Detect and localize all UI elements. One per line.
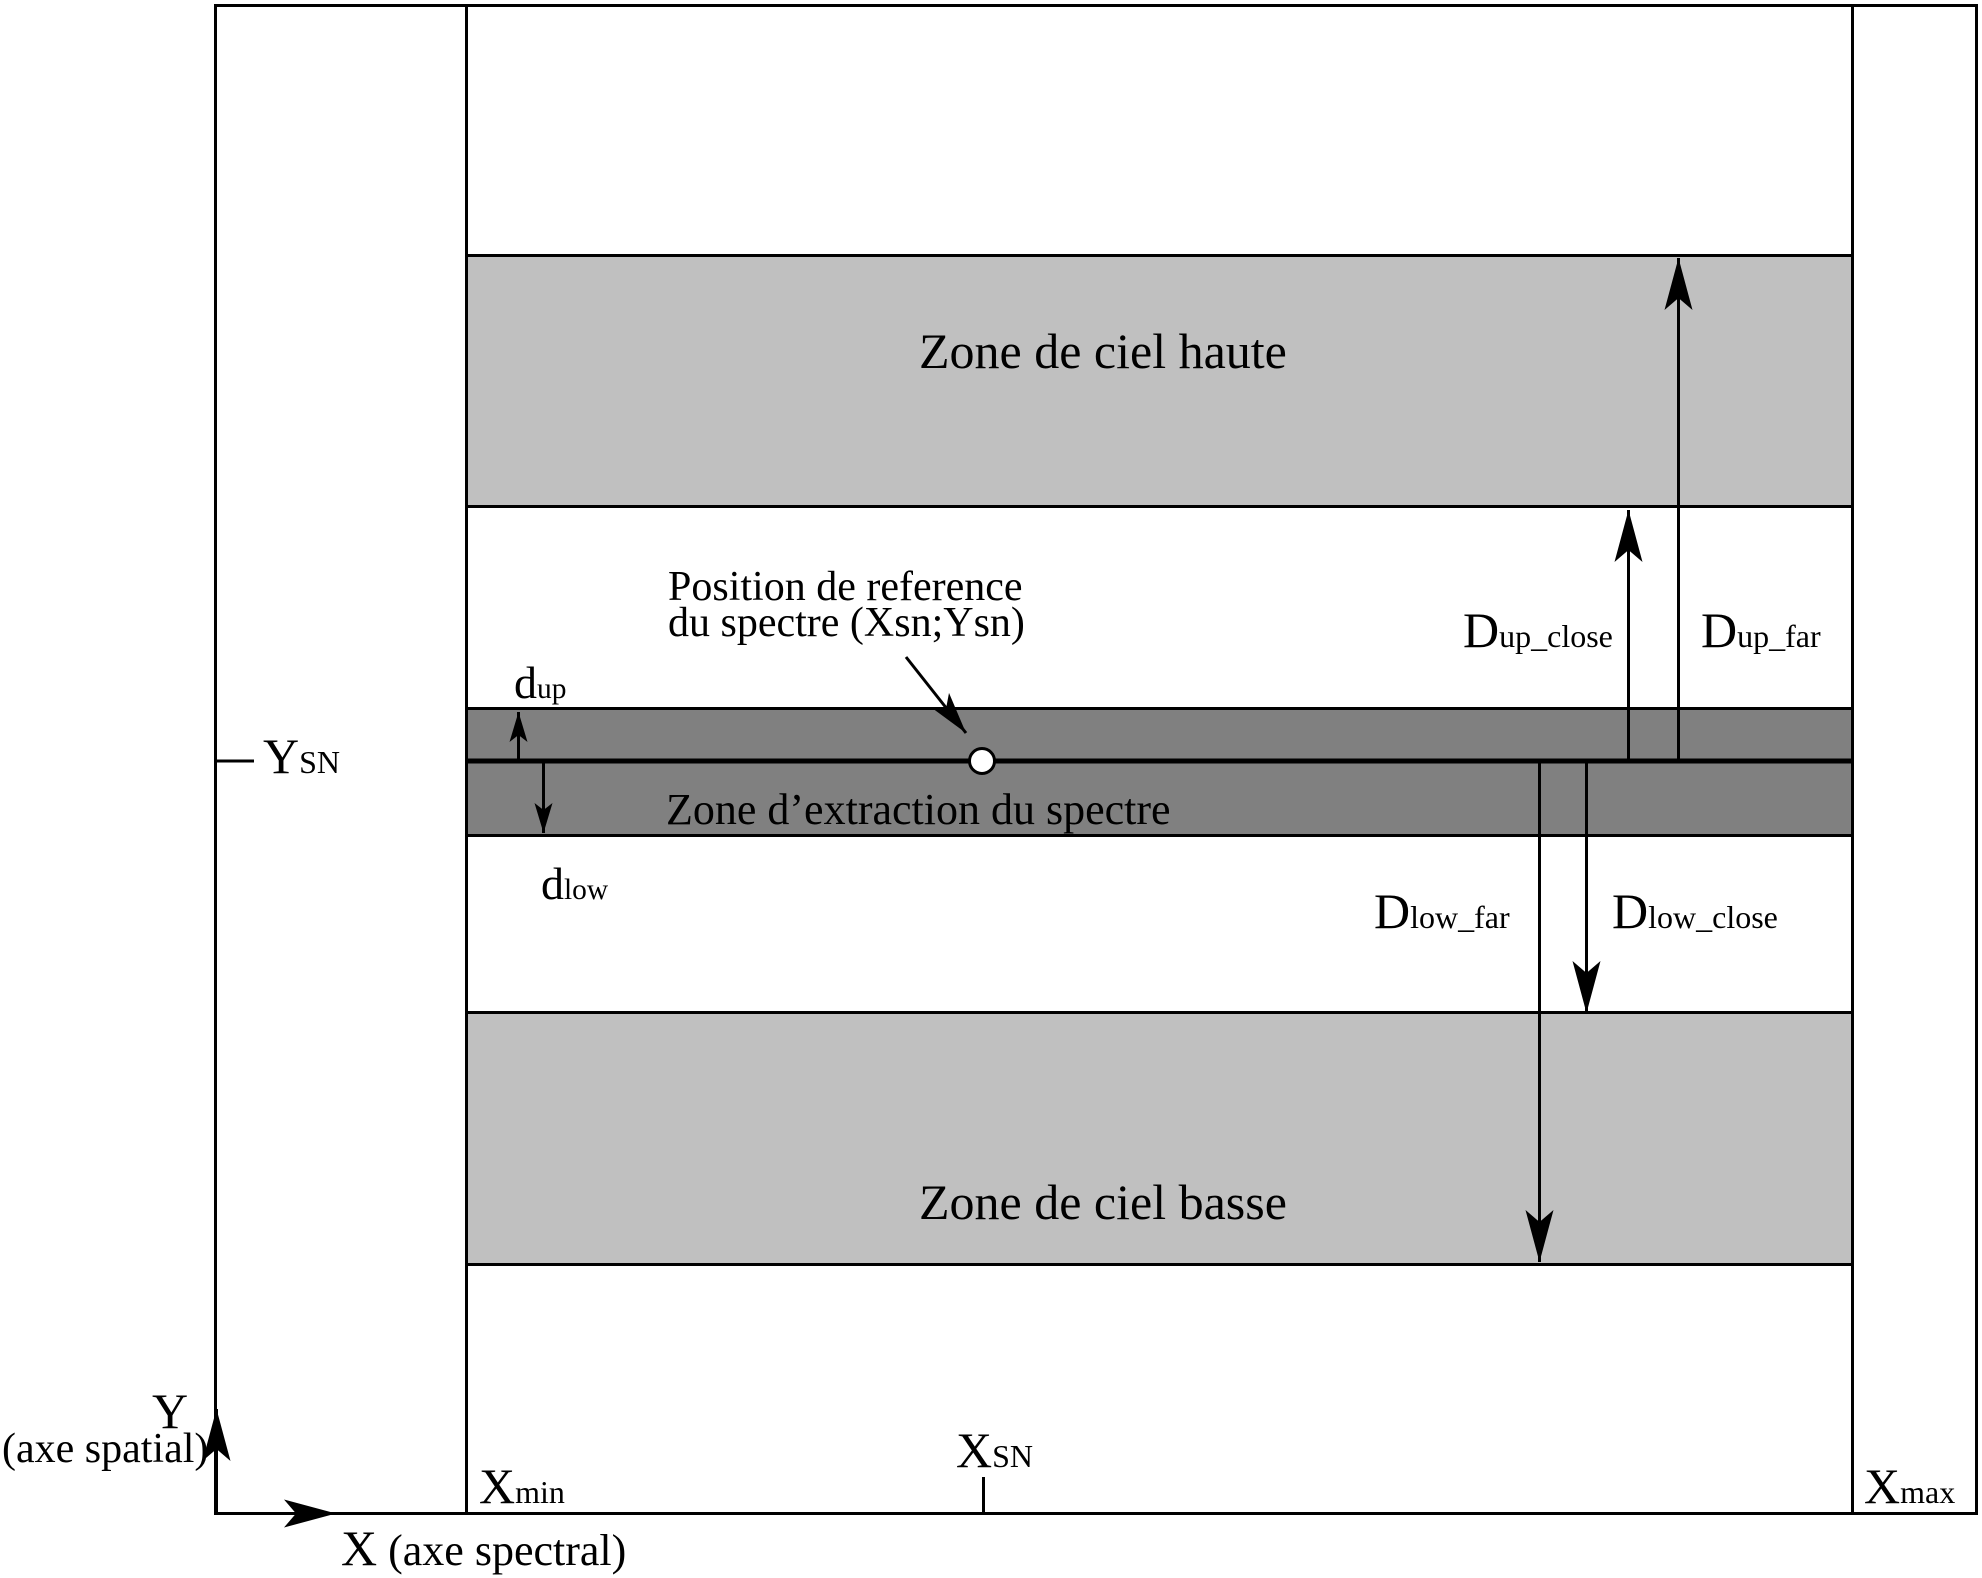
ysn-label: YSN [263,728,341,784]
reference-annotation-line2: du spectre (Xsn;Ysn) [668,600,1025,646]
d-low-close-label: Dlow_close [1612,883,1778,939]
extraction-zone-label: Zone d’extraction du spectre [666,785,1171,834]
reference-annotation-line1: Position de reference [668,564,1023,610]
y-axis-caption: (axe spatial) [2,1426,209,1472]
reference-position-dot [968,747,996,775]
x-axis-caption: (axe spectral) [388,1526,627,1575]
d-low-label: dlow [541,858,609,909]
y-axis-letter: Y [152,1383,189,1439]
x-axis-letter: X [341,1520,378,1576]
d-up-label: dup [514,657,567,708]
xsn-label: XSN [956,1422,1034,1478]
x-axis-title: X (axe spectral) [341,1523,626,1573]
xmin-label: Xmin [479,1458,565,1514]
d-low-far-label: Dlow_far [1374,883,1510,939]
xmax-label: Xmax [1864,1458,1956,1514]
d-up-close-label: Dup_close [1463,602,1613,658]
upper-sky-zone [465,254,1854,508]
lower-sky-zone-label: Zone de ciel basse [919,1174,1287,1230]
spectrum-extraction-zone [465,707,1854,837]
lower-sky-zone [465,1011,1854,1266]
upper-sky-zone-label: Zone de ciel haute [919,323,1287,379]
d-up-far-label: Dup_far [1701,602,1821,658]
